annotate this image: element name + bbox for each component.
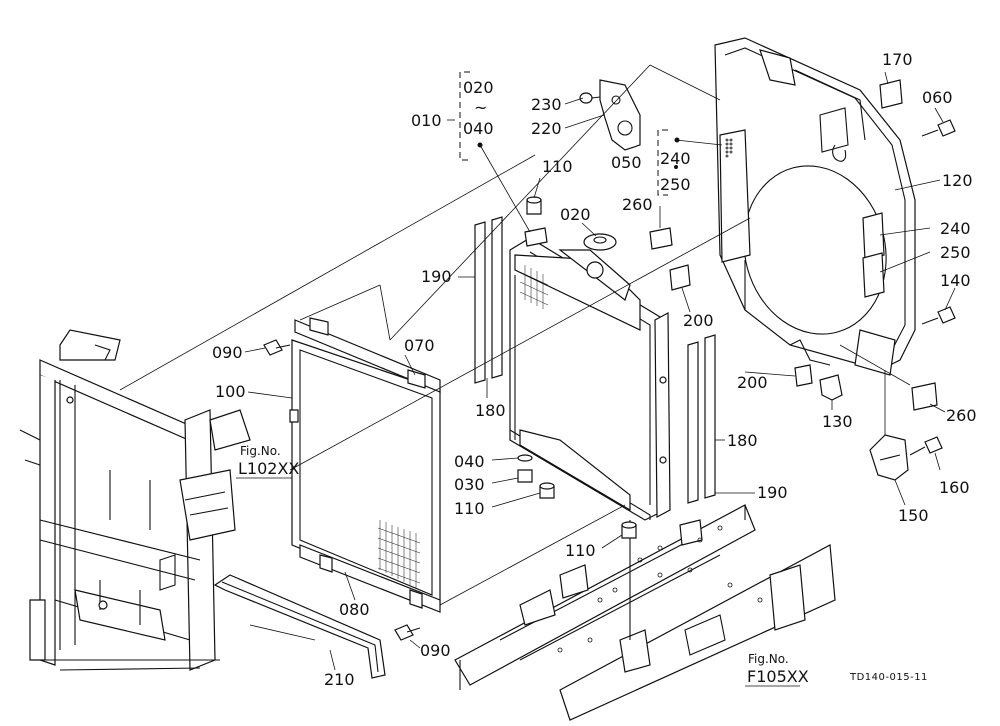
callout-brackets [459, 71, 668, 196]
drain-plug-top [526, 196, 542, 215]
assembly-lines [119, 64, 911, 641]
label-110-bottom: 110 [565, 541, 596, 560]
label-140: 140 [940, 271, 971, 290]
bracket-plate [579, 79, 641, 151]
chassis-frame [454, 504, 836, 721]
label-040-top: 040 [463, 119, 494, 138]
bracket-150 [869, 434, 909, 481]
radiator-core [509, 227, 671, 521]
label-050: 050 [611, 153, 642, 172]
bolt-090a [263, 339, 291, 356]
reference-dots [477, 137, 680, 169]
label-080: 080 [339, 600, 370, 619]
label-220: 220 [531, 119, 562, 138]
label-170: 170 [882, 50, 913, 69]
label-120: 120 [942, 171, 973, 190]
label-250-callout: 250 [660, 175, 691, 194]
label-130: 130 [822, 412, 853, 431]
part-labels: 010 020 ~ 040 230 220 110 020 050 240 25… [212, 50, 977, 689]
bolt-140 [921, 306, 956, 325]
fig-ref-b-label: Fig.No. [748, 652, 789, 666]
label-190-left: 190 [421, 267, 452, 286]
bolt-160 [909, 436, 943, 456]
fan-shroud [714, 37, 916, 376]
label-200-bottom: 200 [737, 373, 768, 392]
label-240-callout: 240 [660, 149, 691, 168]
label-110-middle: 110 [454, 499, 485, 518]
seal-strips-left [474, 216, 503, 384]
label-160: 160 [939, 478, 970, 497]
label-090-top: 090 [212, 343, 243, 362]
label-020-top: 020 [463, 78, 494, 97]
cushions [649, 79, 938, 411]
bolt-060 [921, 119, 956, 137]
bracket-130 [819, 374, 843, 401]
label-010: 010 [411, 111, 442, 130]
label-180-left: 180 [475, 401, 506, 420]
label-020-cap: 020 [560, 205, 591, 224]
label-100: 100 [215, 382, 246, 401]
label-150: 150 [898, 506, 929, 525]
label-250-shroud: 250 [940, 243, 971, 262]
fig-ref-a[interactable]: Fig.No. L102XX [236, 444, 299, 479]
label-110-top: 110 [542, 157, 573, 176]
label-030: 030 [454, 475, 485, 494]
label-210: 210 [324, 670, 355, 689]
fig-ref-a-label: Fig.No. [240, 444, 281, 458]
front-frame [19, 329, 251, 671]
lower-bracket [299, 544, 441, 613]
label-090-bottom: 090 [420, 641, 451, 660]
radiator-cap [583, 233, 617, 251]
fig-ref-b-code: F105XX [747, 667, 809, 686]
fig-ref-b[interactable]: Fig.No. F105XX [745, 652, 809, 687]
label-040-bottom: 040 [454, 452, 485, 471]
drain-plug-bottom [621, 521, 637, 539]
label-240-shroud: 240 [940, 219, 971, 238]
hose-pipe [213, 574, 386, 679]
label-070: 070 [404, 336, 435, 355]
label-260-bottom: 260 [946, 406, 977, 425]
bolt-090b [394, 624, 421, 641]
label-tilde: ~ [474, 98, 487, 117]
label-200-top: 200 [683, 311, 714, 330]
fig-ref-a-code: L102XX [238, 459, 299, 478]
drawing-code: TD140-015-11 [849, 672, 928, 683]
seal-strips-right [687, 334, 716, 504]
washer-nut-stack [517, 454, 555, 499]
label-180-right: 180 [727, 431, 758, 450]
leader-lines [244, 71, 956, 671]
label-060: 060 [922, 88, 953, 107]
label-190-right: 190 [757, 483, 788, 502]
dust-screen [289, 317, 441, 606]
label-230: 230 [531, 95, 562, 114]
label-260-top: 260 [622, 195, 653, 214]
